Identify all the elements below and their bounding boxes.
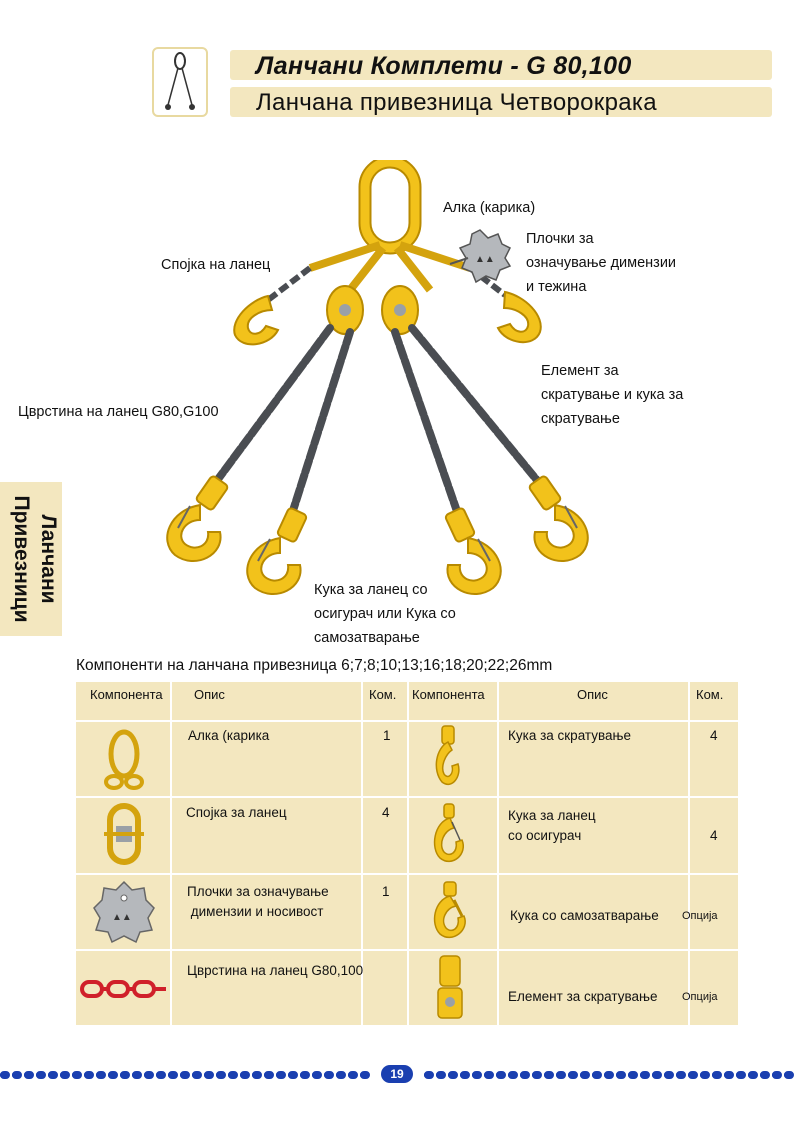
components-table-title: Компоненти на ланчана привезница 6;7;8;1… [76,657,553,674]
safety-hook-3 [444,507,502,595]
row1-right-qty: 4 [710,728,718,743]
page-number: 19 [381,1065,413,1083]
chain-grade-icon [80,980,166,998]
footer-chain-right [424,1071,794,1079]
master-link [358,160,422,255]
title-band [230,50,772,80]
connector-link-icon [104,803,144,865]
footer-chain-left [0,1071,372,1079]
master-link-icon [104,729,144,790]
row4-right-desc: Елемент за скратување [508,989,658,1004]
row3-right-desc: Кука со самозатварање [510,908,659,923]
row1-right-desc: Кука за скратување [508,728,631,743]
row1-left-qty: 1 [383,728,391,743]
subtitle-band [230,87,772,117]
shortening-hook-icon [435,725,460,785]
four-leg-chain-sling-diagram: ▲▲ [166,160,589,595]
header-component-left: Компонента [90,687,163,702]
two-leg-sling-icon [165,52,195,110]
label-shortener: Елемент за скратување и кука за скратува… [541,363,684,427]
label-tag: Плочки за означување димензии и тежина [526,231,677,295]
header-desc-right: Опис [577,687,608,702]
row3-right-qty: Опција [682,910,718,922]
intermediate-links [308,241,472,293]
svg-text:▲▲: ▲▲ [475,254,495,265]
shortening-hook-right [496,290,542,343]
shortening-element-left [326,285,364,335]
row3-left-qty: 1 [382,884,390,899]
row3-left-desc: Плочки за означување димензии и носивост [187,884,329,919]
components-table: Компонента Опис Ком. Компонента Опис Ком… [76,682,738,1025]
dimension-tag-icon: ▲▲ [93,880,155,944]
row4-left-desc: Цврстина на ланец G80,100 [187,963,364,978]
shortening-element-right [381,285,419,335]
label-hook: Кука за ланец со осигурач или Кука со са… [314,582,456,646]
row4-right-qty: Опција [682,991,718,1003]
page-title: Ланчани Комплети - G 80,100 [256,52,632,80]
svg-text:▲▲: ▲▲ [112,912,132,923]
shortening-hook-left [233,294,280,346]
row1-left-desc: Алка (карика [188,728,270,743]
label-connector: Спојка на ланец [161,257,271,273]
safety-hook-1 [166,475,229,562]
header-component-right: Компонента [412,687,485,702]
safety-hook-4 [528,475,589,562]
row2-left-desc: Спојка за ланец [186,805,287,820]
safety-hook-icon [433,803,465,863]
self-locking-hook-icon [433,881,466,939]
row2-right-qty: 4 [710,828,718,843]
dimension-tag: ▲▲ [458,229,512,284]
header-qty-left: Ком. [369,687,397,702]
sling-icon-box [152,47,208,117]
header-qty-right: Ком. [696,687,724,702]
header-desc-left: Опис [194,687,225,702]
row2-right-desc: Кука за ланец со осигурач [508,808,596,843]
side-tab-line2: Привезници [10,495,33,623]
chain-legs [206,324,549,524]
page-subtitle: Ланчана привезница Четворокрака [256,89,657,116]
label-chain-grade: Цврстина на ланец G80,G100 [18,404,219,420]
side-tab: Ланчани Привезници [0,482,62,636]
shortening-element-icon [437,955,463,1019]
side-tab-line1: Ланчани [37,514,60,604]
safety-hook-2 [246,507,308,595]
row2-left-qty: 4 [382,805,390,820]
label-master-link: Алка (карика) [443,200,536,216]
